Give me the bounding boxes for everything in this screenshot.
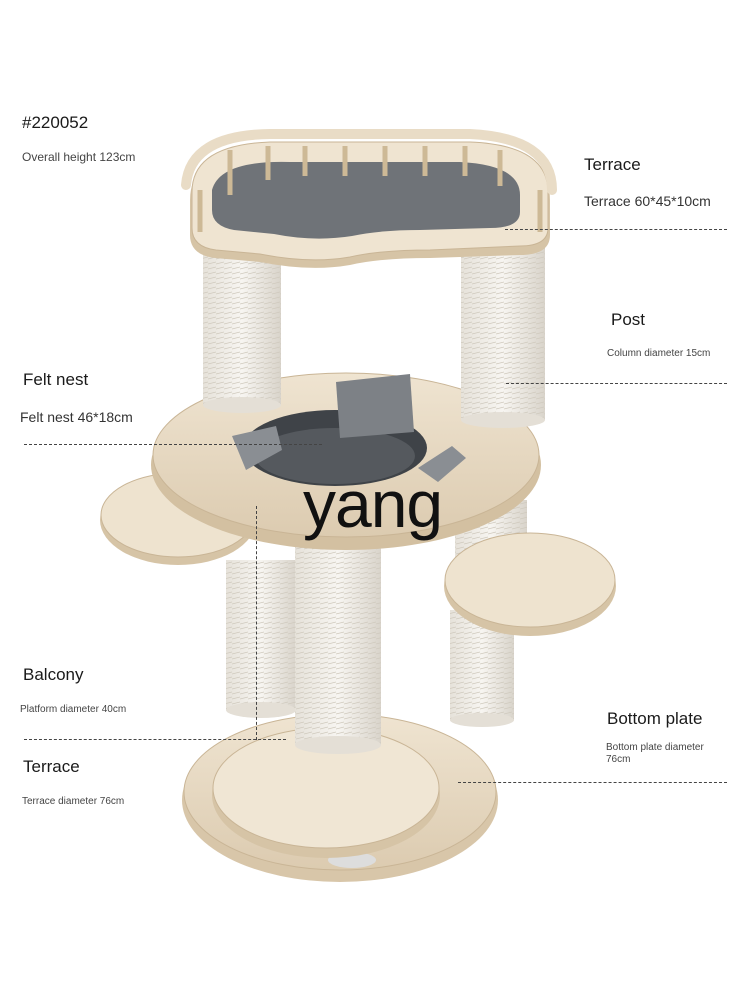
felt-nest-leader: [24, 444, 322, 445]
felt-nest-title: Felt nest: [23, 370, 89, 389]
post-title: Post: [611, 310, 646, 329]
balcony-detail: Platform diameter 40cm: [20, 704, 127, 715]
felt-nest-detail: Felt nest 46*18cm: [20, 409, 133, 425]
terrace-top-title: Terrace: [584, 155, 641, 174]
terrace-bottom-title: Terrace: [23, 757, 80, 776]
balcony-vertical-leader: [256, 506, 257, 740]
post-leader: [506, 383, 727, 384]
product-code: #220052: [22, 113, 89, 132]
bottom-plate-title: Bottom plate: [607, 709, 703, 728]
upper-posts: [203, 245, 545, 428]
bottom-plate-detail: Bottom plate diameter 76cm: [606, 742, 704, 765]
terrace-top-detail: Terrace 60*45*10cm: [584, 193, 711, 209]
top-terrace: [181, 129, 557, 268]
bottom-plate-leader: [458, 782, 727, 783]
middle-disc: [151, 372, 541, 550]
overall-height: Overall height 123cm: [22, 150, 136, 164]
terrace-top-leader: [505, 229, 727, 230]
post-detail: Column diameter 15cm: [607, 348, 711, 359]
balcony-leader: [24, 739, 286, 740]
watermark: yang: [303, 467, 443, 541]
lower-terrace: [212, 727, 440, 858]
balcony-title: Balcony: [23, 665, 84, 684]
terrace-bottom-detail: Terrace diameter 76cm: [22, 796, 125, 807]
